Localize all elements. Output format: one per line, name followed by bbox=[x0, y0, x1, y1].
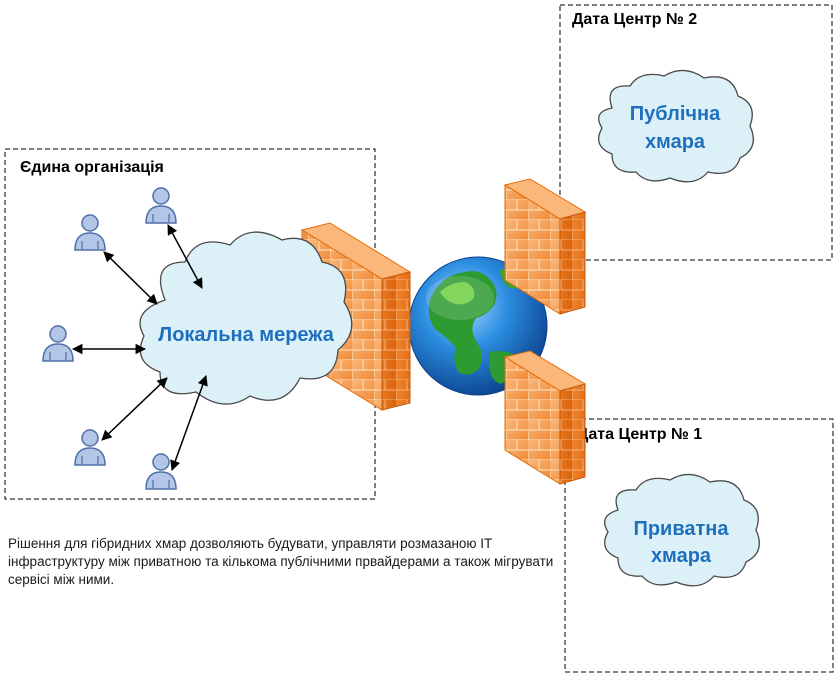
user-icon bbox=[145, 187, 177, 224]
user-icon bbox=[145, 453, 177, 490]
connection-arrow bbox=[101, 377, 168, 441]
user-connections bbox=[71, 224, 208, 471]
caption-text: Рішення для гібридних хмар дозволяють бу… bbox=[8, 536, 554, 587]
local-network-label: Локальна мережа bbox=[158, 324, 335, 346]
connection-arrow bbox=[167, 224, 203, 289]
private-cloud-label-line1: Приватна bbox=[633, 518, 729, 540]
public-cloud-label-line2: хмара bbox=[645, 131, 706, 153]
user-icon bbox=[74, 429, 106, 466]
local-network-cloud: Локальна мережа bbox=[139, 231, 353, 405]
user-icon bbox=[42, 325, 74, 362]
private-cloud-label-line2: хмара bbox=[651, 545, 712, 567]
datacenter-1-box bbox=[564, 418, 834, 673]
datacenter-2-title: Дата Центр № 2 bbox=[572, 11, 697, 28]
datacenter-1-title: Дата Центр № 1 bbox=[577, 426, 702, 443]
organization-title: Єдина організація bbox=[20, 159, 164, 176]
user-icon bbox=[74, 214, 106, 251]
private-cloud: Приватна хмара bbox=[604, 473, 760, 587]
public-cloud-label-line1: Публічна bbox=[630, 103, 721, 125]
connection-arrow bbox=[170, 375, 208, 471]
connection-arrow bbox=[103, 251, 158, 305]
firewall-icon-datacenter-2 bbox=[503, 178, 587, 315]
public-cloud: Публічна хмара bbox=[598, 69, 754, 183]
datacenter-2-box bbox=[559, 4, 833, 261]
firewall-icon-datacenter-1 bbox=[503, 350, 587, 485]
